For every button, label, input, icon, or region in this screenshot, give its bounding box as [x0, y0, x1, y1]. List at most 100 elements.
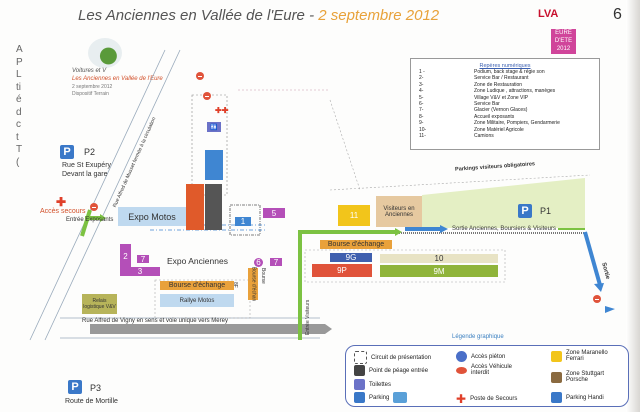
fragment-letter: d	[16, 106, 22, 118]
fragment-letter: é	[16, 94, 22, 105]
legend-label: Zone Maranello Ferrari	[566, 350, 608, 362]
legend-label: Accès Véhicule interdit	[471, 364, 513, 376]
no-entry-icon	[90, 203, 98, 211]
zone-1: 1	[235, 217, 251, 226]
title-date: 2 septembre 2012	[318, 7, 440, 24]
bourse-vertical-zone: Bourse d'échan	[248, 266, 258, 302]
legend-item: 9- Zone Militaire, Pompiers, Gendarmerie	[411, 120, 599, 126]
zone-7: 7	[137, 255, 149, 264]
legend-number: 11-	[419, 133, 426, 140]
fragment-letter: c	[16, 119, 21, 130]
sortie-road-arrow	[583, 231, 602, 286]
handicap-parking-icon	[551, 392, 562, 403]
event-subtitle: Dispositif Terrain	[72, 91, 109, 97]
legend-item: 5-Village V&V et Zone VIP	[411, 95, 599, 101]
bourse-echange-zone: Bourse d'échange	[160, 281, 234, 290]
bourse-vertical-label: Bourse d'échan	[250, 266, 256, 302]
road-diagonal-edge	[29, 49, 166, 341]
arrow-head	[605, 306, 615, 313]
toilets-icon: 🚻	[207, 122, 221, 132]
legend-item: 4-Zone Ludique , attractions, manèges	[411, 88, 599, 94]
page-title: Les Anciennes en Vallée de l'Eure - 2 se…	[78, 7, 439, 24]
zone-porsche	[205, 184, 222, 230]
arrow-head	[440, 225, 448, 233]
parking-icon	[354, 392, 365, 403]
legend-item: Parking Handi	[551, 392, 604, 403]
legend-item: 8-Accueil exposants	[411, 114, 599, 120]
fragment-letter: (	[16, 156, 20, 168]
bourse-echange-zone-2: Bourse d'échange	[320, 240, 392, 249]
legend-item: Point de péage entrée	[354, 365, 428, 376]
p3-location: Route de Mortille	[65, 398, 118, 405]
zone-11: 11	[338, 205, 370, 226]
rallye-motos-zone: Rallye Motos	[160, 294, 234, 307]
p2-street: Rue St Exupéry	[62, 162, 112, 169]
zone-6: 6	[254, 258, 263, 267]
legend-item: Zone Maranello Ferrari	[551, 350, 621, 362]
legend-number: 4-	[419, 88, 424, 95]
bourse-side-label: Bourse	[260, 268, 266, 284]
legend-label: Zone Militaire, Pompiers, Gendarmerie	[474, 120, 560, 127]
legend-label: Accueil exposants	[474, 113, 515, 120]
p2-location: Devant la gare	[62, 171, 108, 178]
legend-label: Service Bar / Restaurant	[474, 75, 529, 82]
legend-item: Accès piéton	[456, 351, 505, 362]
legend-label: Zone de Restauration	[474, 81, 523, 88]
parking-icon: P	[518, 204, 532, 218]
no-entry-icon	[203, 92, 211, 100]
numbered-legend-title: Repères numériques	[479, 63, 531, 69]
legend-label: Parking	[369, 394, 390, 401]
p2-label: P2	[84, 147, 96, 157]
legend-label: Circuit de présentation	[371, 354, 432, 361]
entree-visiteurs-arrow	[298, 230, 395, 340]
entree-arrow	[80, 209, 92, 237]
zone-2: 2	[120, 244, 131, 268]
no-entry-icon	[456, 366, 467, 374]
legend-label: Poste de Secours	[470, 396, 518, 402]
circuit-icon	[354, 351, 367, 364]
fragment-letter: L	[16, 69, 22, 80]
p1-label: P1	[540, 206, 552, 216]
boundary-line	[329, 174, 591, 191]
visiteurs-anciennes-parking: Visiteurs en Anciennes	[376, 196, 422, 227]
zone-outline	[304, 249, 506, 283]
arrow-head	[594, 283, 604, 292]
zone-9p: 9P	[312, 264, 372, 277]
zone-7: 7	[270, 258, 282, 267]
legend-label: Toilettes	[369, 381, 392, 388]
arrow-head	[100, 214, 106, 222]
toll-icon	[354, 365, 365, 376]
parking-icon: P	[68, 380, 82, 394]
road-bottom-band	[90, 324, 332, 334]
event-logo-image	[88, 38, 122, 68]
legend-number: 9-	[419, 120, 424, 127]
porsche-icon	[551, 371, 562, 383]
legend-label: Glacier (Vernon Glaces)	[474, 107, 528, 114]
legend-item: Parking	[354, 392, 408, 403]
legend-label: Point de péage entrée	[369, 367, 429, 374]
numbered-legend: Repères numériques 1 -Podium, back stage…	[410, 58, 600, 150]
event-date: 2 septembre 2012	[72, 84, 113, 90]
legend-item: Toilettes	[354, 379, 391, 390]
zone-9m: 9M	[380, 265, 498, 277]
expo-anciennes-label: Expo Anciennes	[167, 256, 228, 266]
first-aid-icon: ✚	[456, 392, 467, 406]
entree-visiteurs-label: Entrée Visiteurs	[305, 299, 311, 335]
zone-8-label: 8F	[232, 282, 238, 288]
no-entry-icon	[196, 72, 204, 80]
legend-item: ✚Poste de Secours	[456, 392, 517, 406]
legend-number: 6-	[419, 101, 424, 108]
event-logo-script: Voitures et V	[72, 68, 107, 74]
arrow-head	[395, 228, 402, 236]
legend-item: 10-Zone Matériel Agricole	[411, 127, 599, 133]
legend-item: 3-Zone de Restauration	[411, 82, 599, 88]
legend-item: Circuit de présentation	[354, 351, 431, 364]
legend-item: 6-Service Bar	[411, 101, 599, 107]
first-aid-icon: ✚✚	[215, 106, 229, 115]
expo-motos-zone: Expo Motos	[118, 207, 186, 226]
legend-item: 1 -Podium, back stage & régie son	[411, 69, 599, 75]
p3-label: P3	[90, 383, 102, 393]
zone-3: 3	[120, 267, 160, 276]
